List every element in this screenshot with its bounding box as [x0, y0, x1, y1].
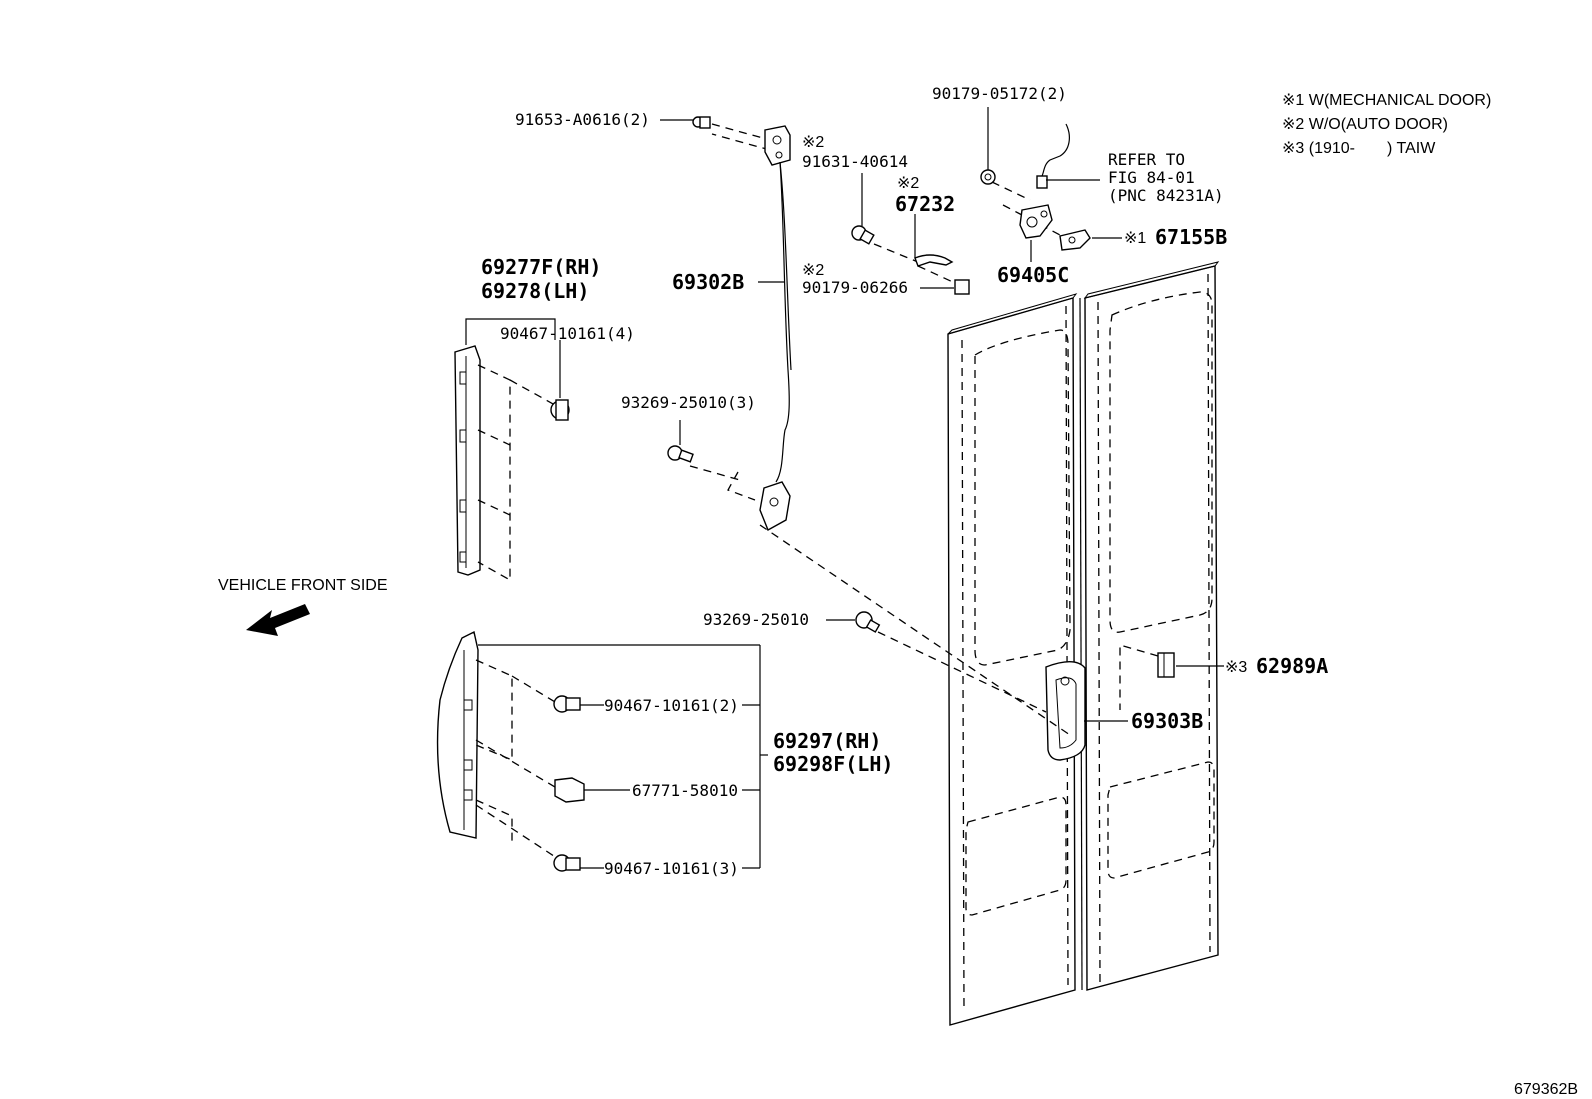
label-90467-10161-3: 90467-10161(3) — [604, 859, 739, 878]
left-door-window — [974, 329, 1071, 666]
label-67771-58010: 67771-58010 — [632, 781, 738, 800]
upper-trim-69277f — [454, 318, 570, 582]
label-91631-40614: 91631-40614 — [802, 152, 908, 171]
clip-90467-10161-4 — [550, 340, 570, 421]
label-62989a: 62989A — [1256, 654, 1328, 678]
label-93269-25010: 93269-25010 — [703, 610, 809, 629]
label-69298f-lh: 69298F(LH) — [773, 752, 893, 776]
label-69277f-rh: 69277F(RH) — [481, 255, 601, 279]
label-69297-rh: 69297(RH) — [773, 729, 881, 753]
bolt-91631 — [851, 173, 875, 245]
label-93269-25010-3: 93269-25010(3) — [621, 393, 756, 412]
left-door-panel — [947, 297, 1076, 1026]
clip-90467-10161-3 — [553, 854, 604, 872]
bolt-91653 — [660, 116, 711, 129]
clip-90467-10161-2 — [553, 695, 604, 713]
right-door-panel — [1084, 265, 1219, 991]
label-69302b: 69302B — [672, 270, 744, 294]
screw-93269-25010-3 — [667, 420, 756, 501]
vehicle-front-side-label: VEHICLE FRONT SIDE — [218, 577, 388, 594]
notes-legend: ※1 W(MECHANICAL DOOR) ※2 W/O(AUTO DOOR) … — [1282, 92, 1491, 157]
mark-91631: ※2 — [802, 134, 824, 151]
mark-67155b: ※1 — [1124, 230, 1146, 247]
label-69303b: 69303B — [1131, 709, 1203, 733]
label-91653-a0616: 91653-A0616(2) — [515, 110, 650, 129]
note-2: ※2 W/O(AUTO DOOR) — [1282, 116, 1448, 133]
arrow-left-icon — [246, 604, 310, 636]
lower-trim-69297 — [436, 630, 768, 872]
label-90467-10161-4: 90467-10161(4) — [500, 324, 635, 343]
clip-90179-06266 — [920, 279, 970, 295]
label-90179-06266: 90179-06266 — [802, 278, 908, 297]
label-90467-10161-2: 90467-10161(2) — [604, 696, 739, 715]
note-1: ※1 W(MECHANICAL DOOR) — [1282, 92, 1491, 109]
cable-assembly-69302b — [660, 116, 792, 531]
part-62989a — [1119, 644, 1224, 710]
label-67232: 67232 — [895, 192, 955, 216]
vehicle-front-indicator — [246, 604, 310, 636]
label-69405c: 69405C — [997, 263, 1069, 287]
left-door-lower-panel — [965, 796, 1067, 916]
label-69278-lh: 69278(LH) — [481, 279, 589, 303]
right-door-lower-panel — [1107, 761, 1215, 879]
clip-67771-58010 — [554, 777, 630, 803]
screw-93269-25010 — [826, 611, 1047, 713]
refer-line-2: FIG 84-01 — [1108, 168, 1195, 187]
part-67155b — [1059, 229, 1122, 251]
door-handle-69303b — [1045, 661, 1128, 761]
mark-67232: ※2 — [897, 175, 919, 192]
mark-62989a: ※3 — [1225, 659, 1247, 676]
refer-line-3: (PNC 84231A) — [1108, 186, 1224, 205]
label-67155b: 67155B — [1155, 225, 1227, 249]
mark-90179-06266: ※2 — [802, 262, 824, 279]
refer-line-1: REFER TO — [1108, 150, 1185, 169]
right-door-window — [1109, 291, 1213, 633]
label-90179-05172: 90179-05172(2) — [932, 84, 1067, 103]
note-3: ※3 (1910- ) TAIW — [1282, 140, 1436, 157]
lever-assembly-67232 — [851, 173, 970, 295]
figure-id: 679362B — [1514, 1081, 1578, 1098]
rear-doors — [947, 261, 1220, 1026]
latch-assembly-69405c — [980, 107, 1122, 262]
labels: 91653-A0616(2) ※2 91631-40614 ※2 67232 9… — [218, 84, 1578, 1098]
